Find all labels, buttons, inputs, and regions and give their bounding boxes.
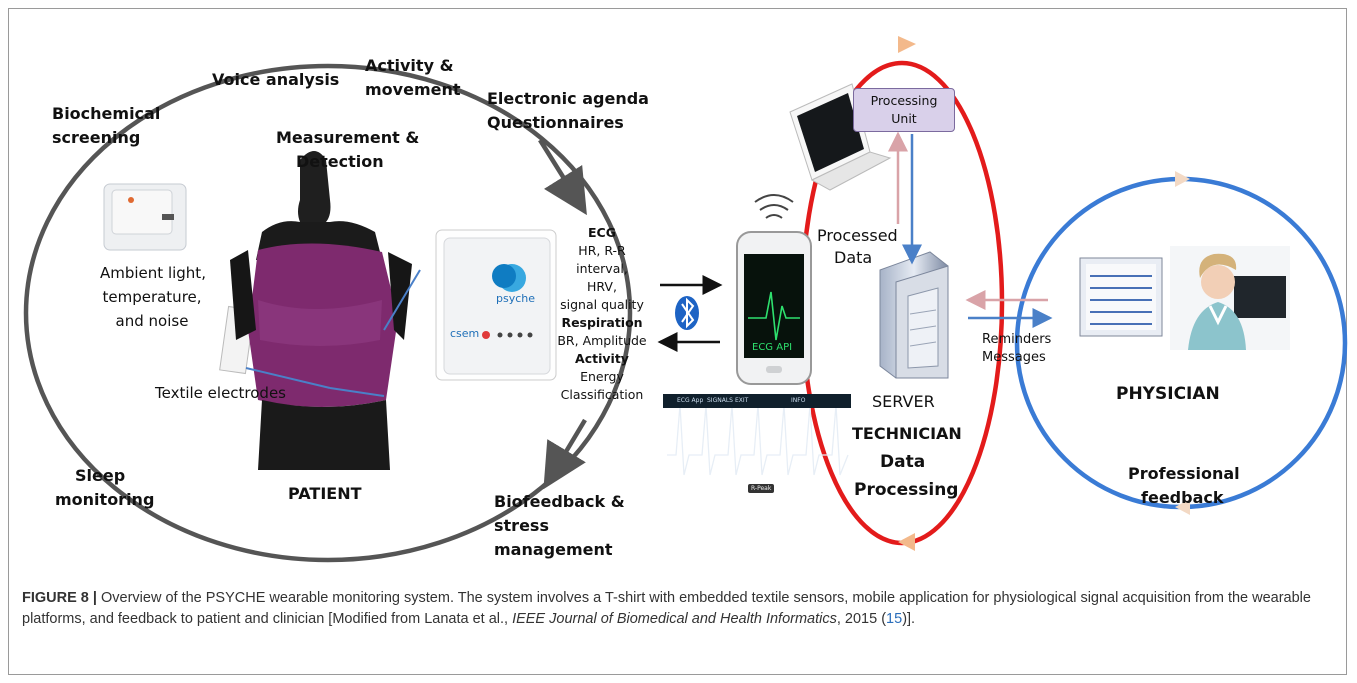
voice-analysis-label: Voice analysis xyxy=(212,70,340,89)
measurement-label-2: Detection xyxy=(296,152,384,171)
ecg-line-1: HR, R-R interval, xyxy=(576,243,628,276)
mannequin xyxy=(230,151,412,470)
activity-title: Activity xyxy=(575,351,629,366)
ambient-label-1: Ambient light, xyxy=(100,264,206,282)
figure-caption: FIGURE 8 | Overview of the PSYCHE wearab… xyxy=(22,588,1332,630)
ecg-title: ECG xyxy=(588,225,616,240)
technician-label-1: TECHNICIAN xyxy=(852,424,962,443)
biofeedback-label-1: Biofeedback & xyxy=(494,492,625,511)
measurement-label-1: Measurement & xyxy=(276,128,420,147)
loop-arrowhead-bottom xyxy=(898,533,915,551)
caption-text-2: , 2015 ( xyxy=(836,611,887,627)
patient-label: PATIENT xyxy=(288,484,362,503)
processing-unit-box: Processing Unit xyxy=(853,88,955,132)
respiration-title: Respiration xyxy=(561,315,643,330)
biochemical-label-2: screening xyxy=(52,128,141,147)
laptop xyxy=(789,83,892,191)
physician-loop xyxy=(1014,171,1348,515)
technician-label-3: Processing xyxy=(854,480,959,500)
electrode-lines xyxy=(245,269,421,397)
ecg-app-toolbar: ECG App SIGNALS EXIT INFO xyxy=(663,394,851,408)
processed-label-1: Processed xyxy=(817,226,898,245)
figure-label: FIGURE 8 | xyxy=(22,590,97,606)
reminders-label-1: Reminders xyxy=(982,332,1052,347)
reminders-label-2: Messages xyxy=(982,350,1046,365)
server xyxy=(879,251,949,379)
processed-label-2: Data xyxy=(834,248,873,267)
sleep-label-2: monitoring xyxy=(55,490,155,509)
physician-label: PHYSICIAN xyxy=(1116,384,1220,404)
activity-line-1: Energy xyxy=(580,369,624,384)
ambient-label-2: temperature, xyxy=(102,288,202,306)
phone-screen-label: ECG API xyxy=(752,342,793,353)
ambient-sensor-device xyxy=(103,183,187,251)
agenda-label-1: Electronic agenda xyxy=(487,89,649,108)
activity-line-2: Classification xyxy=(560,387,644,402)
app-tab-exit: EXIT xyxy=(735,397,749,404)
professional-label-2: feedback xyxy=(1141,488,1224,507)
agenda-label-2: Questionnaires xyxy=(487,113,624,132)
physician-arrowhead-top xyxy=(1175,171,1190,187)
sleep-label-1: Sleep xyxy=(75,466,126,485)
biofeedback-label-2: stress xyxy=(494,516,549,535)
app-tab-info: INFO xyxy=(791,397,806,404)
ecg-line-2: HRV, xyxy=(587,279,617,294)
bluetooth-icon xyxy=(675,296,699,330)
processing-unit-label-1: Processing xyxy=(870,93,938,108)
caption-journal: IEEE Journal of Biomedical and Health In… xyxy=(512,611,837,627)
r-peak-badge: R-Peak xyxy=(748,484,775,493)
sensor-specs: ECG HR, R-R interval, HRV, signal qualit… xyxy=(552,224,652,404)
biochemical-label-1: Biochemical xyxy=(52,104,161,123)
processing-unit-label-2: Unit xyxy=(891,111,917,126)
caption-text-3: )]. xyxy=(902,611,916,627)
physician-monitor xyxy=(1079,257,1163,337)
professional-label-1: Professional xyxy=(1128,464,1240,483)
physician-arrowhead-bottom xyxy=(1175,499,1190,515)
activity-label-1: Activity & xyxy=(365,56,454,75)
biofeedback-label-3: management xyxy=(494,540,613,559)
loop-arrowhead-top xyxy=(898,36,916,53)
ecg-line-3: signal quality xyxy=(560,297,644,312)
caption-text-1: Overview of the PSYCHE wearable monitori… xyxy=(22,590,1311,627)
device-brand: psyche xyxy=(496,292,536,305)
app-tab-signals: SIGNALS xyxy=(707,397,733,404)
device-maker: csem xyxy=(450,327,480,340)
smartphone xyxy=(736,194,812,385)
caption-reference-link[interactable]: 15 xyxy=(886,611,903,627)
app-name: ECG App xyxy=(677,397,704,404)
patient-loop xyxy=(23,63,633,563)
respiration-line-1: BR, Amplitude xyxy=(557,333,647,348)
textile-electrodes-label: Textile electrodes xyxy=(155,384,287,402)
server-label: SERVER xyxy=(872,392,935,411)
technician-label-2: Data xyxy=(880,452,926,472)
physician-photo xyxy=(1170,246,1290,350)
sensor-device xyxy=(435,229,557,381)
activity-label-2: movement xyxy=(365,80,461,99)
ambient-label-3: and noise xyxy=(115,312,189,330)
